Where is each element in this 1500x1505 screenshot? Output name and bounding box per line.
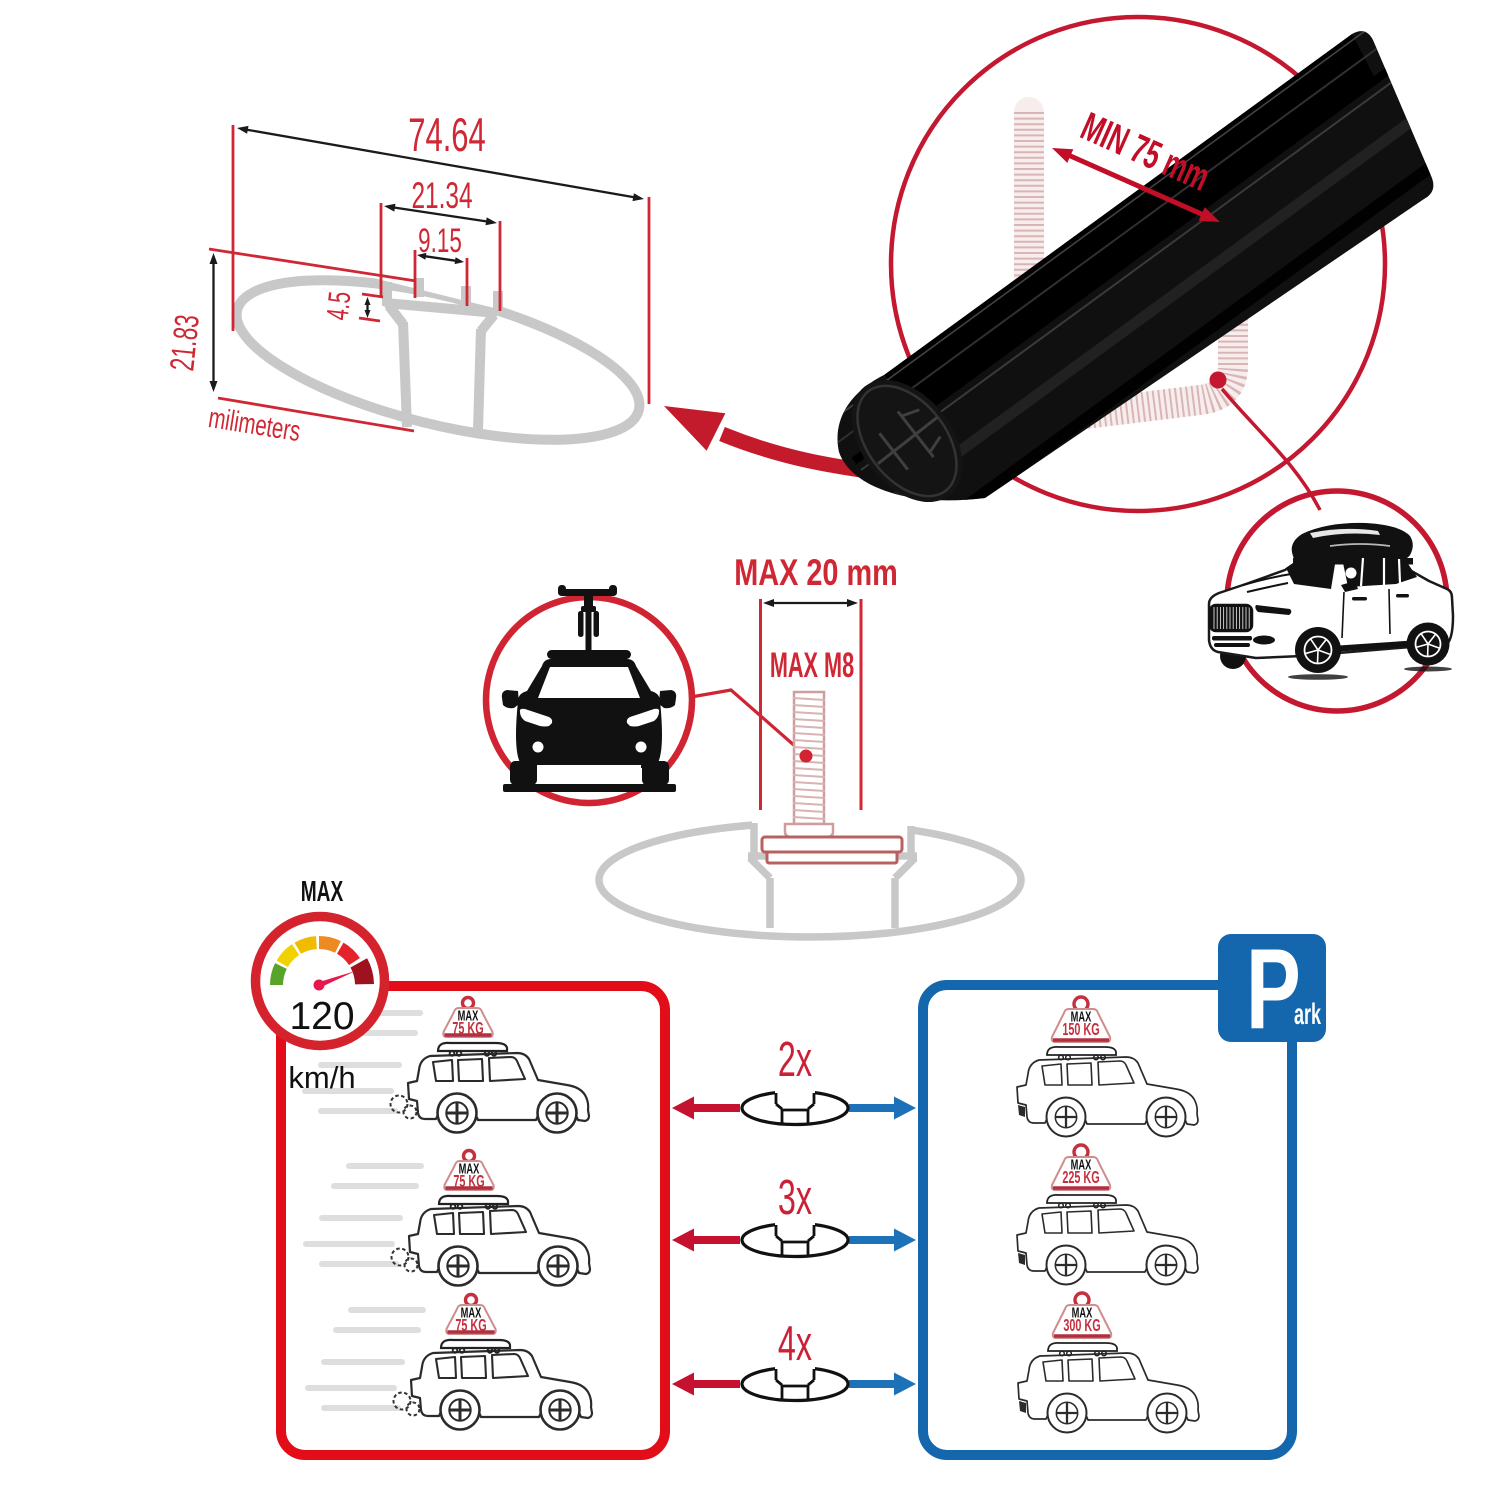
svg-text:MAX M8: MAX M8 [770, 647, 854, 685]
svg-text:ark: ark [1294, 999, 1321, 1032]
svg-text:74.64: 74.64 [408, 110, 486, 162]
svg-text:21.34: 21.34 [411, 175, 472, 216]
svg-text:4.5: 4.5 [319, 290, 357, 322]
svg-text:3x: 3x [778, 1169, 812, 1224]
svg-text:MAX: MAX [301, 876, 344, 908]
svg-text:km/h: km/h [288, 1060, 355, 1095]
svg-text:300 KG: 300 KG [1063, 1317, 1100, 1336]
svg-text:P: P [1246, 926, 1301, 1053]
svg-text:MAX 20 mm: MAX 20 mm [734, 553, 898, 594]
svg-text:120: 120 [289, 995, 354, 1038]
svg-text:4x: 4x [778, 1315, 812, 1370]
svg-text:2x: 2x [778, 1031, 812, 1086]
svg-text:21.83: 21.83 [164, 313, 207, 373]
svg-text:150 KG: 150 KG [1062, 1021, 1099, 1040]
svg-text:225 KG: 225 KG [1062, 1169, 1099, 1188]
svg-text:9.15: 9.15 [418, 222, 462, 260]
